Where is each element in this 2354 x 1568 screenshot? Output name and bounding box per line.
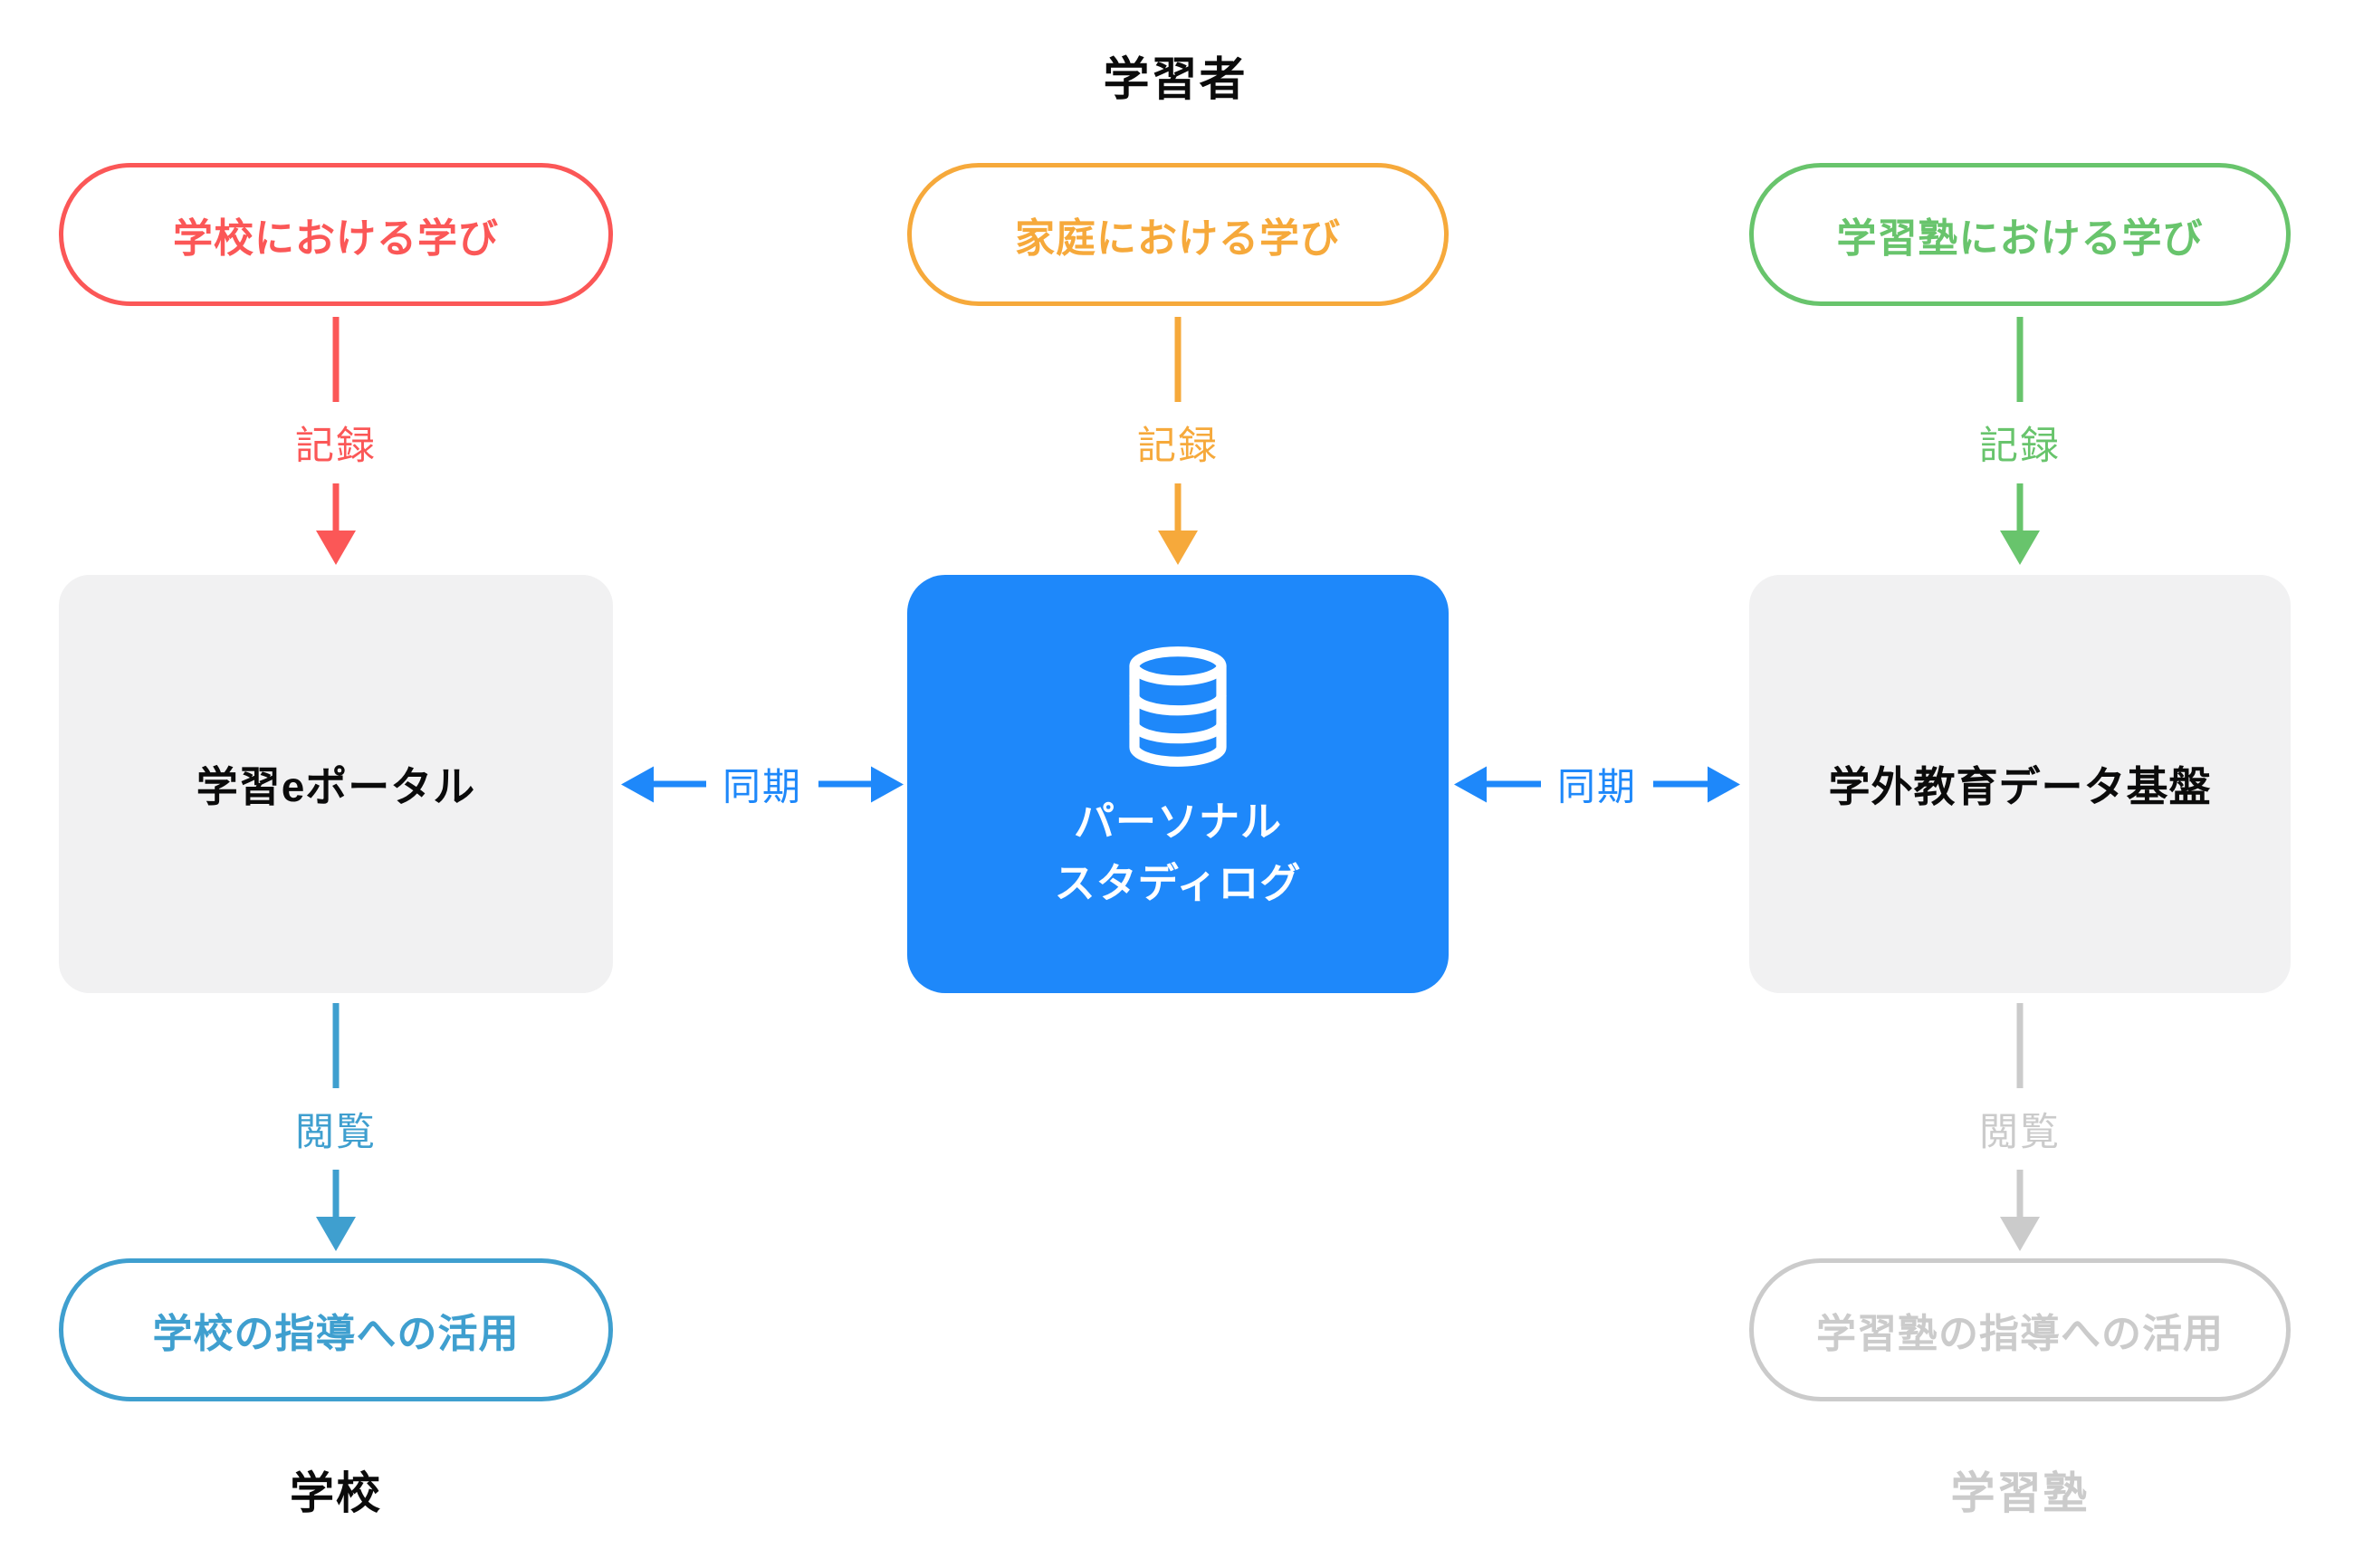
sync-left-label: 同期	[722, 765, 803, 808]
actor-label-juku: 学習塾	[1950, 1469, 2090, 1518]
study-log-label-line1: パーソナル	[1073, 798, 1282, 845]
pill-school-learning-label: 学校における学び	[173, 216, 499, 261]
view-label-school: 閲覧	[292, 1088, 380, 1170]
record-arrow-head-school	[316, 531, 356, 565]
sync-left-arrowhead-right	[871, 766, 904, 802]
pill-school-usage-label: 学校の指導への活用	[152, 1312, 520, 1356]
record-label-juku: 記録	[1976, 402, 2064, 483]
view-arrow-head-juku	[2000, 1217, 2040, 1251]
record-label-home: 記録	[1134, 402, 1222, 483]
sync-left-line-a	[654, 780, 706, 788]
sync-right-arrowhead-right	[1708, 766, 1741, 802]
pill-juku-usage: 学習塾の指導への活用	[1749, 1258, 2291, 1401]
sync-right-line-b	[1653, 780, 1708, 788]
box-personal-study-log: パーソナル スタディログ	[907, 575, 1449, 993]
sync-left-arrowhead-left	[621, 766, 654, 802]
record-arrow-head-home	[1158, 531, 1198, 565]
box-learning-eportal: 学習eポータル	[59, 575, 613, 993]
box-personal-study-log-label: パーソナル スタディログ	[1055, 791, 1302, 913]
database-icon	[1129, 646, 1227, 767]
view-arrow-head-school	[316, 1217, 356, 1251]
sync-right-line-a	[1487, 780, 1541, 788]
pill-school-usage: 学校の指導への活用	[59, 1258, 613, 1401]
sync-right-label: 同期	[1557, 765, 1638, 808]
actor-label-school: 学校	[289, 1469, 383, 1518]
diagram-title-learner: 学習者	[1103, 53, 1248, 105]
sync-arrow-right: 同期	[1454, 757, 1741, 812]
pill-home-learning-label: 家庭における学び	[1015, 216, 1341, 261]
sync-left-line-b	[818, 780, 872, 788]
view-label-juku: 閲覧	[1976, 1088, 2064, 1170]
box-external-education-data-label: 学外教育データ基盤	[1828, 763, 2212, 810]
sync-right-arrowhead-left	[1454, 766, 1487, 802]
pill-juku-learning-label: 学習塾における学び	[1836, 216, 2204, 261]
sync-arrow-left: 同期	[621, 757, 904, 812]
pill-juku-usage-label: 学習塾の指導への活用	[1816, 1312, 2224, 1356]
box-external-education-data: 学外教育データ基盤	[1749, 575, 2291, 993]
box-learning-eportal-label: 学習eポータル	[196, 763, 476, 810]
study-log-label-line2: スタディログ	[1054, 859, 1302, 906]
pill-home-learning: 家庭における学び	[907, 163, 1449, 306]
record-label-school: 記録	[292, 402, 380, 483]
pill-juku-learning: 学習塾における学び	[1749, 163, 2291, 306]
record-arrow-head-juku	[2000, 531, 2040, 565]
pill-school-learning: 学校における学び	[59, 163, 613, 306]
